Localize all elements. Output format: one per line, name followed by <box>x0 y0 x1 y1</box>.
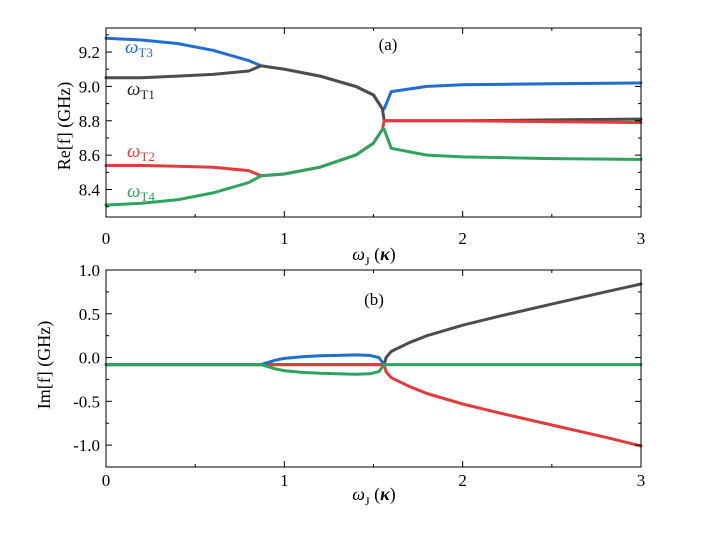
y-tick: 8.8 <box>79 112 641 131</box>
x-tick-label: 3 <box>637 471 646 490</box>
svg-text:ωJ (κ): ωJ (κ) <box>352 484 395 508</box>
y-tick-label: -0.5 <box>73 392 100 411</box>
y-tick-label: 9.0 <box>79 77 100 96</box>
x-tick: 3 <box>551 270 646 490</box>
svg-text:ωT1: ωT1 <box>127 79 155 102</box>
series-line-curve-4 <box>104 363 643 376</box>
y-tick: -1.0 <box>73 436 641 455</box>
x-tick-label: 1 <box>280 229 289 248</box>
x-tick-label: 2 <box>458 471 467 490</box>
series-line-wT1 <box>104 64 643 123</box>
y-tick-label: 1.0 <box>79 261 100 280</box>
panel-b-tag: (b) <box>364 290 384 309</box>
x-tick: 2 <box>373 270 467 490</box>
y-tick: -0.5 <box>73 392 641 411</box>
svg-text:Re[f] (GHz): Re[f] (GHz) <box>54 82 75 170</box>
panel-b-y-axis-label: Im[f] (GHz) <box>34 321 55 409</box>
panel-b-imag-part: Im[f] (GHz) (b) ωJ (κ) 0 1 2 3 -1.0 -0.5 0.0 0.… <box>34 261 645 508</box>
panel-b-x-axis-label: ωJ (κ) <box>352 484 395 508</box>
series-line-curve-1 <box>104 282 643 367</box>
y-tick-label: 0.0 <box>79 349 100 368</box>
curve-label-wT2: ωT2 <box>127 141 155 164</box>
curve-label-wT4: ωT4 <box>127 181 155 204</box>
x-tick: 0 <box>102 28 111 248</box>
series-line-wT3 <box>104 36 643 111</box>
y-tick: 9.0 <box>79 77 641 96</box>
y-tick: 1.0 <box>79 261 641 280</box>
svg-text:ωT4: ωT4 <box>127 181 155 204</box>
y-tick-label: 8.4 <box>79 181 101 200</box>
x-tick: 3 <box>551 28 646 248</box>
x-tick-label: 0 <box>102 229 111 248</box>
panel-a-y-axis-label: Re[f] (GHz) <box>54 82 75 170</box>
series-line-wT4 <box>104 127 643 207</box>
panel-a-tag: (a) <box>379 35 398 54</box>
y-tick: 0.0 <box>79 349 641 368</box>
y-tick-label: 0.5 <box>79 305 100 324</box>
panel-a-real-part: Re[f] (GHz) (a) ωJ (κ) ωT3 ωT1 ωT2 ωT4 0… <box>54 27 646 268</box>
svg-text:ωJ (κ): ωJ (κ) <box>352 244 395 268</box>
y-tick-label: 8.6 <box>79 146 100 165</box>
svg-text:Im[f] (GHz): Im[f] (GHz) <box>34 321 55 409</box>
y-tick: 0.5 <box>79 305 641 324</box>
x-tick: 2 <box>373 28 467 248</box>
panel-b-plot-area: 0 1 2 3 -1.0 -0.5 0.0 0.5 1.0 <box>73 261 645 490</box>
panel-a-plot-area: 0 1 2 3 8.4 8.6 8.8 9.0 9.2 <box>79 27 646 248</box>
y-tick: 8.4 <box>79 181 641 200</box>
y-tick: 9.2 <box>79 43 641 62</box>
x-tick-label: 0 <box>102 471 111 490</box>
svg-text:ωT3: ωT3 <box>125 37 153 60</box>
y-tick-label: 9.2 <box>79 43 100 62</box>
y-tick-label: -1.0 <box>73 436 100 455</box>
x-tick: 1 <box>194 270 289 490</box>
y-tick-label: 8.8 <box>79 112 100 131</box>
y-tick: 8.6 <box>79 146 641 165</box>
svg-text:ωT2: ωT2 <box>127 141 155 164</box>
x-tick-label: 2 <box>458 229 467 248</box>
panel-a-x-axis-label: ωJ (κ) <box>352 244 395 268</box>
curve-label-wT3: ωT3 <box>125 37 153 60</box>
curve-label-wT1: ωT1 <box>127 79 155 102</box>
series-line-wT2 <box>104 119 643 178</box>
x-tick-label: 3 <box>637 229 646 248</box>
x-tick: 1 <box>194 28 289 248</box>
series-line-curve-3 <box>104 353 386 367</box>
x-tick: 0 <box>102 270 111 490</box>
series-line-curve-2 <box>104 363 643 448</box>
x-tick-label: 1 <box>280 471 289 490</box>
